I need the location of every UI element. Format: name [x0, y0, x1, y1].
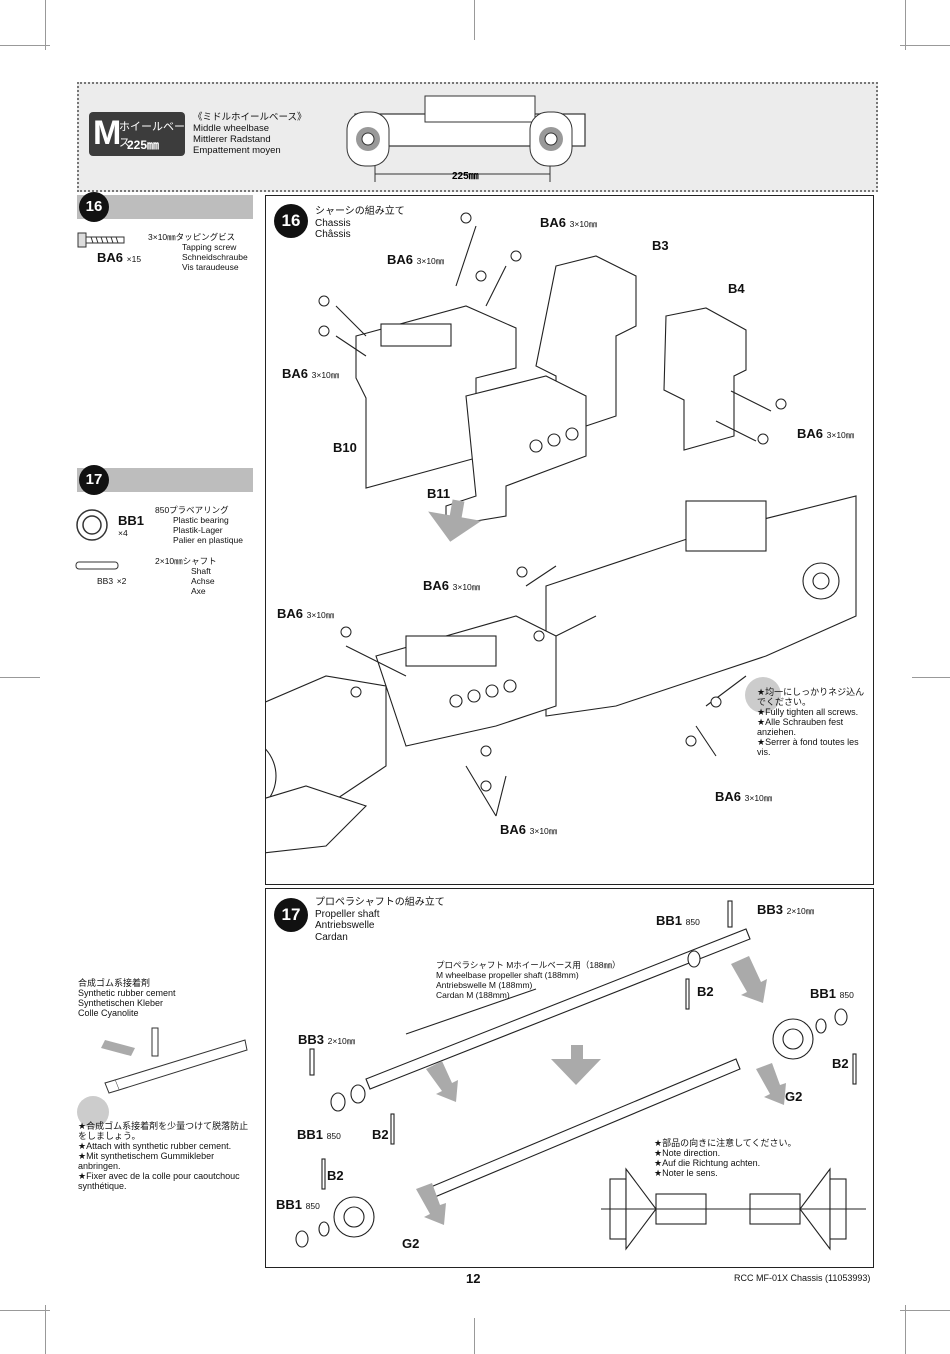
step16-part-desc: 3×10㎜タッピングビス Tapping screw Schneidschrau…	[148, 232, 248, 272]
screw-label-5: BA6 3×10㎜	[423, 578, 481, 593]
screw-label-4: BA6 3×10㎜	[797, 426, 855, 441]
bb1-right-label: BB1 850	[810, 986, 854, 1001]
bb1-bottom-label: BB1 850	[276, 1197, 320, 1212]
step16-circle: 16	[79, 192, 109, 222]
part-b3-label: B3	[652, 238, 669, 253]
tighten-note: ★均一にしっかりネジ込んでください。 ★Fully tighten all sc…	[757, 687, 865, 757]
plastic-bearing-icon	[76, 509, 108, 541]
step16-part-code: BA6 ×15	[97, 250, 142, 265]
badge-mm: 225㎜	[127, 138, 160, 152]
header-title-fr: Empattement moyen	[193, 145, 281, 156]
header-title-jp: 《ミドルホイールベース》	[193, 112, 307, 123]
screw-label-2: BA6 3×10㎜	[387, 252, 445, 267]
badge-jp: ホイールベース	[119, 121, 185, 149]
g2-bottom-label: G2	[402, 1236, 420, 1251]
b2-left-label: B2	[372, 1127, 389, 1142]
tapping-screw-icon	[77, 232, 125, 248]
header-title-de: Mittlerer Radstand	[193, 134, 271, 145]
screw-label-6: BA6 3×10㎜	[277, 606, 335, 621]
screw-label-1: BA6 3×10㎜	[540, 215, 598, 230]
header-title-en: Middle wheelbase	[193, 123, 270, 134]
bb1-desc: 850プラベアリング Plastic bearing Plastik-Lager…	[155, 505, 243, 545]
bb3-left-label: BB3 2×10㎜	[298, 1032, 356, 1047]
shaft-icon	[75, 561, 119, 570]
bb3-top-label: BB3 2×10㎜	[757, 902, 815, 917]
screw-label-8: BA6 3×10㎜	[500, 822, 558, 837]
shaft-desc: プロペラシャフト Mホイールベース用（188㎜） M wheelbase pro…	[436, 960, 621, 1000]
step17-big-circle: 17	[274, 898, 308, 932]
bb1-code: BB1 ×4	[118, 513, 145, 538]
g2-right-label: G2	[785, 1089, 803, 1104]
part-b4-label: B4	[728, 281, 745, 296]
glue-note: ★合成ゴム系接着剤を少量つけて脱落防止をしましょう。 ★Attach with …	[78, 1121, 249, 1191]
glue-label: 合成ゴム系接着剤 Synthetic rubber cement Synthet…	[78, 978, 176, 1018]
doc-id: RCC MF-01X Chassis (11053993)	[734, 1273, 871, 1283]
chassis-top-illustration: 225㎜	[346, 95, 586, 182]
glue-illustration	[77, 1027, 248, 1128]
step17-title: プロペラシャフトの組み立て Propeller shaft Antriebswe…	[315, 897, 445, 943]
direction-note: ★部品の向きに注意してください。 ★Note direction. ★Auf d…	[654, 1138, 797, 1178]
bb3-desc: 2×10㎜シャフト Shaft Achse Axe	[155, 556, 217, 596]
step17-circle: 17	[79, 465, 109, 495]
b2-bottom-label: B2	[327, 1168, 344, 1183]
header-title-block: 《ミドルホイールベース》 Middle wheelbase Mittlerer …	[193, 112, 307, 156]
note-burst	[745, 677, 781, 713]
propeller-shaft-diagram	[295, 900, 866, 1251]
part-b10-label: B10	[333, 440, 357, 455]
screw-label-3: BA6 3×10㎜	[282, 366, 340, 381]
b2-right-label: B2	[832, 1056, 849, 1071]
page-number: 12	[466, 1271, 481, 1286]
bb3-code: BB3 ×2	[97, 576, 127, 586]
dimension-label: 225㎜	[452, 171, 479, 182]
screw-label-7: BA6 3×10㎜	[715, 789, 773, 804]
badge-letter: M	[93, 114, 122, 152]
b2-top-label: B2	[697, 984, 714, 999]
step16-title: シャーシの組み立て Chassis Châssis	[315, 206, 405, 240]
part-b11-label: B11	[427, 486, 451, 501]
step16-big-circle: 16	[274, 204, 308, 238]
chassis-assembly-diagram	[266, 212, 857, 854]
bb1-top-label: BB1 850	[656, 913, 700, 928]
wheelbase-badge: M ホイールベース 225㎜	[89, 112, 185, 156]
bb1-left-label: BB1 850	[297, 1127, 341, 1142]
